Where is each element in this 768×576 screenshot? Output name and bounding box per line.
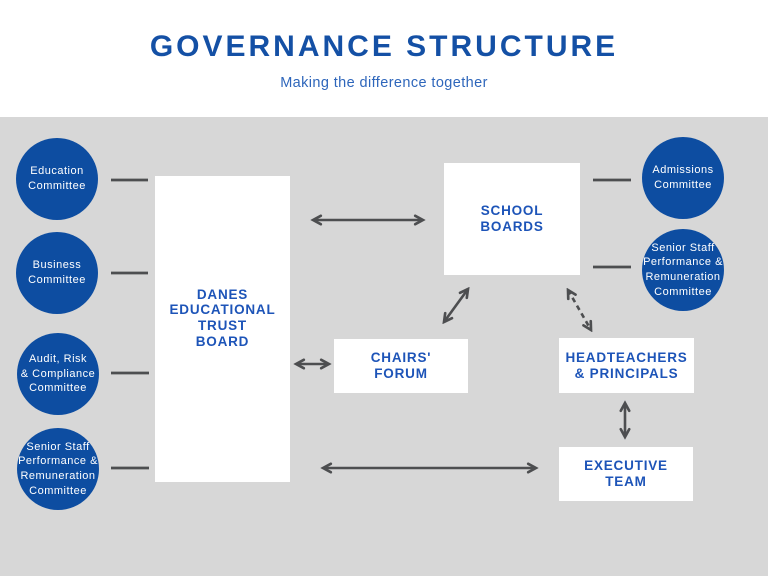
admissions-committee-circle: Admissions Committee bbox=[642, 137, 724, 219]
business-committee-label: Business Committee bbox=[28, 259, 86, 286]
trust-board-label: DANES EDUCATIONAL TRUST BOARD bbox=[169, 286, 276, 349]
page-title: GOVERNANCE STRUCTURE bbox=[149, 30, 619, 63]
education-committee-label: Education Committee bbox=[28, 165, 86, 192]
senior-staff-committee-right-label: Senior Staff Performance & Remuneration … bbox=[643, 241, 723, 298]
headteachers-principals-label: HEADTEACHERS & PRINCIPALS bbox=[565, 349, 688, 381]
executive-team-node: EXECUTIVE TEAM bbox=[559, 447, 693, 501]
header: GOVERNANCE STRUCTURE Making the differen… bbox=[0, 0, 768, 117]
education-committee-circle: Education Committee bbox=[16, 138, 98, 220]
senior-staff-committee-right-circle: Senior Staff Performance & Remuneration … bbox=[642, 229, 724, 311]
business-committee-circle: Business Committee bbox=[16, 232, 98, 314]
audit-risk-compliance-committee-circle: Audit, Risk & Compliance Committee bbox=[17, 333, 99, 415]
admissions-committee-label: Admissions Committee bbox=[652, 164, 714, 191]
senior-staff-committee-left-label: Senior Staff Performance & Remuneration … bbox=[18, 440, 98, 497]
edge-schoolboards-headteachers-dashed-arrow bbox=[568, 290, 591, 330]
school-boards-node: SCHOOL BOARDS bbox=[444, 163, 580, 275]
school-boards-label: SCHOOL BOARDS bbox=[480, 203, 544, 234]
chairs-forum-node: CHAIRS' FORUM bbox=[334, 339, 468, 393]
chairs-forum-label: CHAIRS' FORUM bbox=[370, 350, 432, 381]
edge-chairsforum-schoolboards-arrow bbox=[444, 289, 468, 322]
executive-team-label: EXECUTIVE TEAM bbox=[584, 458, 668, 489]
trust-board-node: DANES EDUCATIONAL TRUST BOARD bbox=[155, 176, 290, 482]
audit-risk-compliance-committee-label: Audit, Risk & Compliance Committee bbox=[20, 353, 96, 395]
senior-staff-committee-left-circle: Senior Staff Performance & Remuneration … bbox=[17, 428, 99, 510]
headteachers-principals-node: HEADTEACHERS & PRINCIPALS bbox=[559, 338, 694, 393]
page-subtitle: Making the difference together bbox=[280, 75, 488, 91]
